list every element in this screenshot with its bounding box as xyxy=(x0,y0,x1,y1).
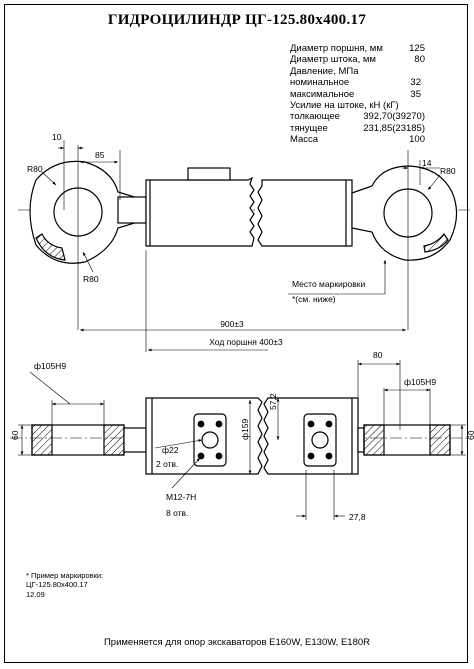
dim-60-right: 60 xyxy=(466,430,474,440)
dim-2-holes: 2 отв. xyxy=(156,459,178,469)
spec-row: Диаметр штока, мм 80 xyxy=(290,54,425,65)
sheet-frame xyxy=(4,4,468,663)
dim-8-holes: 8 отв. xyxy=(166,508,188,518)
marking-example-heading: * Пример маркировки: xyxy=(26,571,104,580)
marking-example-line1: ЦГ-125.80х400.17 xyxy=(26,580,88,590)
dim-d105-right: ф105Н9 xyxy=(404,377,436,387)
marking-example-line2: 12.09 xyxy=(26,589,45,599)
spec-row: номинальное 32 xyxy=(290,77,425,88)
dim-60-left: 60 xyxy=(10,430,20,440)
left-eye xyxy=(29,160,139,264)
dim-85: 85 xyxy=(95,150,105,160)
spec-row: Масса 100 xyxy=(290,134,425,145)
spec-value: 35 xyxy=(410,88,421,100)
spec-label: Диаметр штока, мм xyxy=(290,54,376,66)
spec-row: максимальное 35 xyxy=(290,89,425,100)
spec-label: толкающее xyxy=(290,111,340,123)
right-eye-section xyxy=(357,424,451,456)
usage-footer: Применяется для опор экскаваторов Е160W,… xyxy=(103,637,371,648)
spec-value: 392,70(39270) xyxy=(363,111,425,123)
spec-row: Усилие на штоке, кН (кГ) xyxy=(290,100,425,111)
top-view xyxy=(18,140,470,352)
bottom-dimensions xyxy=(18,360,466,520)
spec-value: 80 xyxy=(414,54,425,66)
dim-stroke: Ход поршня 400±3 xyxy=(209,337,283,347)
spec-value: 100 xyxy=(409,134,425,146)
spec-label: максимальное xyxy=(290,88,355,100)
dim-27-8: 27,8 xyxy=(349,512,366,522)
spec-label: тянущее xyxy=(290,122,328,134)
right-eye-weld xyxy=(423,232,449,253)
spec-label: номинальное xyxy=(290,77,350,89)
spec-label: Диаметр поршня, мм xyxy=(290,43,383,54)
spec-value: 32 xyxy=(410,77,421,89)
dim-57-2: 57,2 xyxy=(268,393,278,410)
port-boss xyxy=(187,167,231,181)
dim-r80-left-bottom: R80 xyxy=(83,274,99,284)
spec-row: тянущее 231,85(23185) xyxy=(290,123,425,134)
dim-r80-right: R80 xyxy=(440,166,456,176)
spec-value: 231,85(23185) xyxy=(363,122,425,134)
cylinder-body-bottom xyxy=(145,397,359,475)
cylinder-body-top xyxy=(145,167,353,247)
port-hole-right xyxy=(311,431,329,449)
marking-note: *(см. ниже) xyxy=(292,294,336,304)
dim-m12: М12-7Н xyxy=(166,492,196,502)
right-eye xyxy=(351,165,458,261)
piston-rod xyxy=(117,196,147,224)
dim-d22: ф22 xyxy=(162,445,179,455)
dim-overall-length: 900±3 xyxy=(220,319,244,329)
spec-label: Давление, МПа xyxy=(290,65,359,77)
drawing-title: ГИДРОЦИЛИНДР ЦГ-125.80х400.17 xyxy=(107,12,367,28)
spec-label: Масса xyxy=(290,134,319,146)
dim-14: 14 xyxy=(422,158,432,168)
spec-row: Давление, МПа xyxy=(290,66,425,77)
dim-d105-left: ф105Н9 xyxy=(34,361,66,371)
marking-example: * Пример маркировки: ЦГ-125.80х400.17 12… xyxy=(26,571,103,599)
spec-value: 125 xyxy=(409,43,425,54)
dim-10: 10 xyxy=(52,132,62,142)
spec-row: Диаметр поршня, мм 125 xyxy=(290,43,425,54)
dim-d159: ф159 xyxy=(240,419,250,440)
left-eye-weld xyxy=(35,233,66,261)
marking-label: Место маркировки xyxy=(292,279,365,289)
top-dimensions xyxy=(41,140,441,352)
left-eye-section xyxy=(31,424,147,456)
dim-80: 80 xyxy=(373,350,383,360)
spec-row: толкающее 392,70(39270) xyxy=(290,111,425,122)
spec-label: Усилие на штоке, кН (кГ) xyxy=(290,99,399,111)
bottom-view xyxy=(10,360,470,520)
dim-r80-left-top: R80 xyxy=(27,164,43,174)
